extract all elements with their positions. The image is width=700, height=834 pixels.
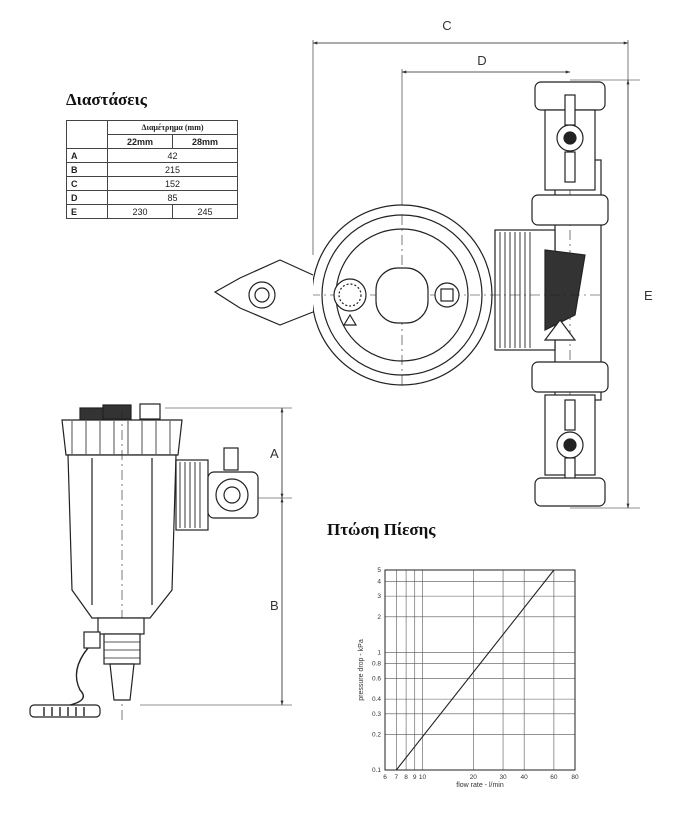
pressure-drop-line: [395, 569, 555, 771]
dim-label-d: D: [477, 53, 486, 68]
x-tick-label: 30: [499, 774, 507, 781]
dim-label-e: E: [644, 288, 653, 303]
dimensions-table: Διαμέτρημα (mm) 22mm 28mm A 42 B 215 C 1…: [66, 120, 238, 219]
y-tick-label: 3: [377, 593, 381, 600]
side-view-drawing: [29, 403, 292, 720]
x-tick-label: 8: [404, 774, 408, 781]
chart-grid: [384, 569, 576, 771]
table-row: E 230 245: [66, 204, 238, 219]
y-tick-label: 0.1: [372, 767, 381, 774]
y-tick-labels: 0.1 0.2 0.3 0.4 0.6 0.8 1 2 3 4 5: [372, 567, 381, 774]
x-axis-label: flow rate - l/min: [456, 782, 504, 789]
x-tick-label: 60: [550, 774, 558, 781]
y-tick-label: 0.4: [372, 696, 381, 703]
x-tick-label: 7: [394, 774, 398, 781]
dim-label-a: A: [270, 446, 279, 461]
x-tick-label: 6: [383, 774, 387, 781]
x-tick-label: 10: [419, 774, 427, 781]
top-view-drawing: [213, 40, 640, 509]
x-tick-label: 40: [521, 774, 529, 781]
chart-title: Πτώση Πίεσης: [327, 520, 436, 539]
dim-label-c: C: [442, 18, 451, 33]
dimensions-title: Διαστάσεις: [66, 90, 147, 109]
x-tick-label: 80: [571, 774, 579, 781]
x-tick-label: 9: [413, 774, 417, 781]
x-tick-label: 20: [470, 774, 478, 781]
table-row: B 215: [66, 162, 238, 177]
dim-label-b: B: [270, 598, 279, 613]
y-tick-label: 0.6: [372, 675, 381, 682]
y-tick-label: 4: [377, 578, 381, 585]
y-tick-label: 0.8: [372, 661, 381, 668]
plot-frame: [384, 569, 576, 771]
y-axis-label: pressure drop - kPa: [358, 639, 365, 701]
y-tick-label: 1: [377, 649, 381, 656]
row-value-28: 245: [172, 204, 238, 219]
y-tick-label: 0.3: [372, 711, 381, 718]
y-tick-label: 0.2: [372, 732, 381, 739]
y-tick-label: 2: [377, 614, 381, 621]
y-tick-label: 5: [377, 567, 381, 574]
